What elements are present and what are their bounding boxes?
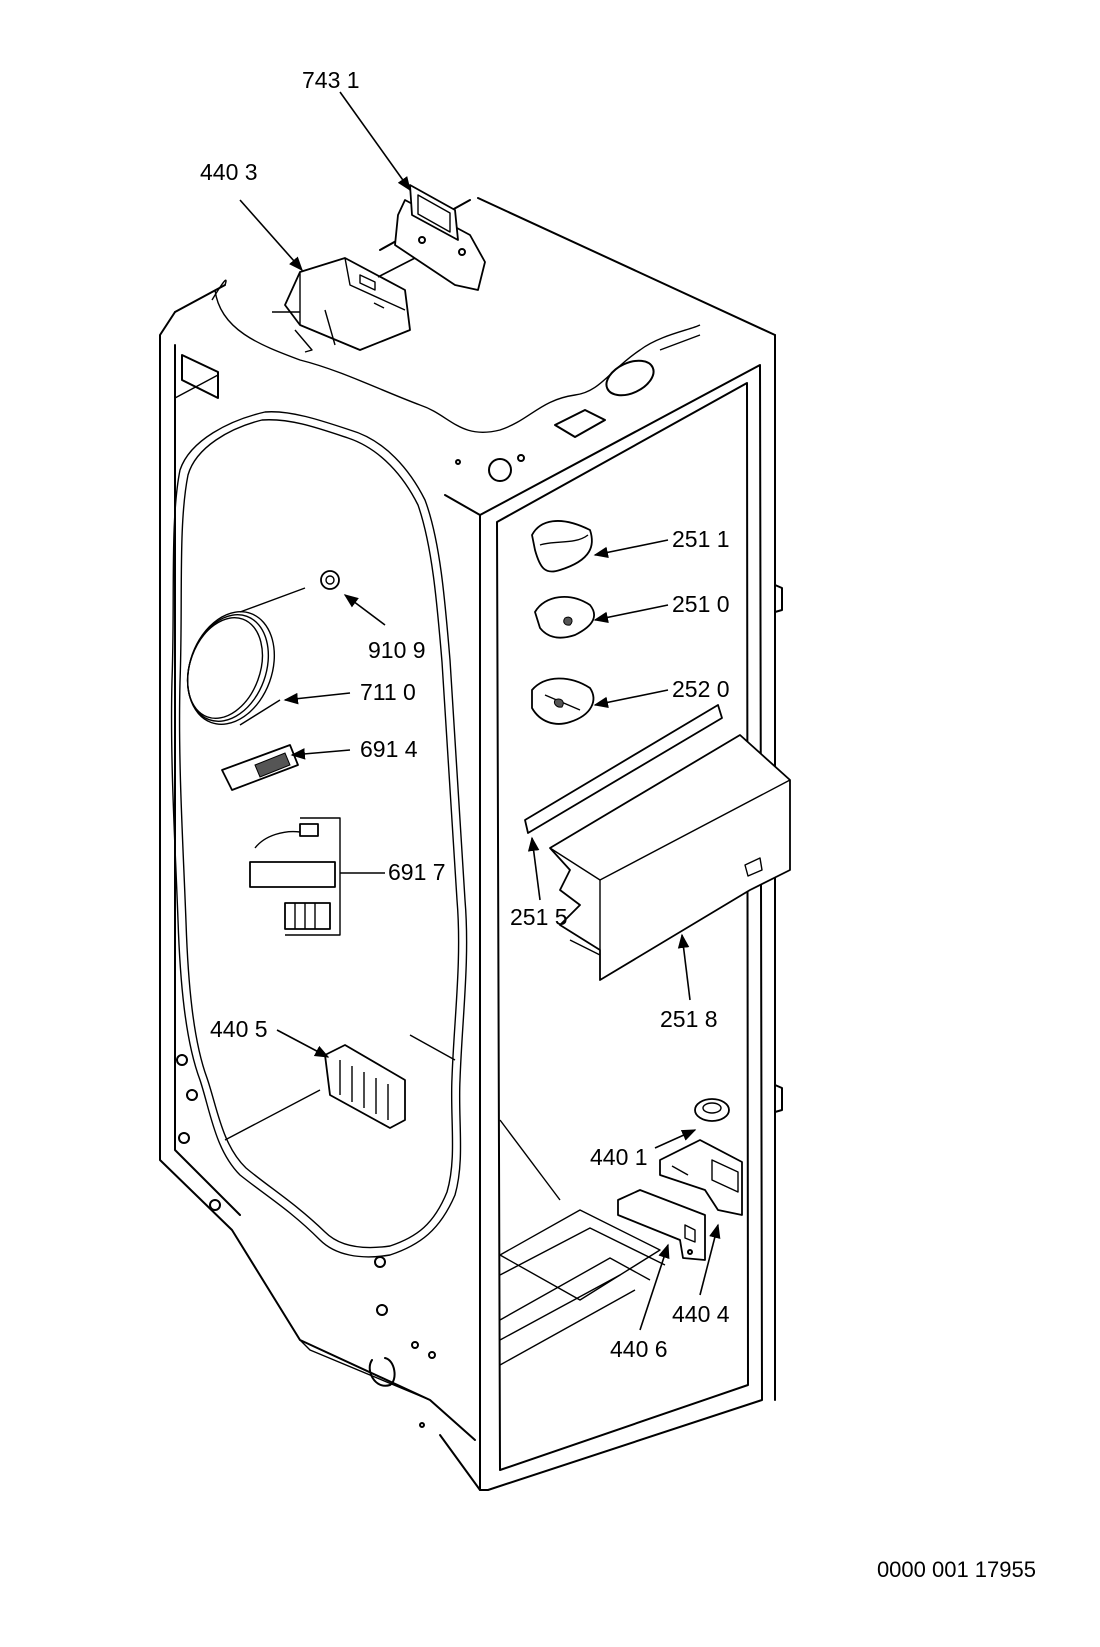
label-4403: 440 3	[200, 159, 258, 185]
label-2510: 251 0	[672, 591, 730, 617]
callout-labels: 743 1 440 3 251 1 251 0 910 9 711 0 252 …	[200, 67, 730, 1362]
part-2520-thermostat-housing	[531, 677, 595, 725]
part-4401-plug	[694, 1098, 730, 1122]
part-6914-connector	[221, 744, 299, 791]
label-6917: 691 7	[388, 859, 446, 885]
label-4405: 440 5	[210, 1016, 268, 1042]
label-7431: 743 1	[302, 67, 360, 93]
part-4405-vent-grille	[324, 1044, 406, 1129]
part-4406-bracket	[617, 1189, 706, 1261]
label-2515: 251 5	[510, 904, 568, 930]
part-2511-light-shield	[531, 520, 593, 573]
part-4404-bracket	[659, 1139, 743, 1216]
document-number: 0000 001 17955	[876, 1557, 1036, 1582]
part-7431-bracket	[394, 184, 486, 291]
part-2518-deflector	[549, 734, 791, 981]
label-9109: 910 9	[368, 637, 426, 663]
label-4406: 440 6	[610, 1336, 668, 1362]
part-7110-wire-coil	[186, 587, 306, 726]
part-6917-kit	[249, 817, 341, 936]
label-4404: 440 4	[672, 1301, 730, 1327]
part-2515-seal-strip	[524, 704, 723, 834]
label-7110: 711 0	[360, 679, 416, 705]
label-4401: 440 1	[590, 1144, 648, 1170]
part-9109-nut	[320, 570, 340, 590]
label-2520: 252 0	[672, 676, 730, 702]
label-2511: 251 1	[672, 526, 730, 552]
leader-lines	[239, 91, 721, 1331]
label-6914: 691 4	[360, 736, 418, 762]
label-2518: 251 8	[660, 1006, 718, 1032]
part-4403-control-housing	[272, 257, 416, 353]
part-2510-lamp-cover	[534, 596, 595, 639]
